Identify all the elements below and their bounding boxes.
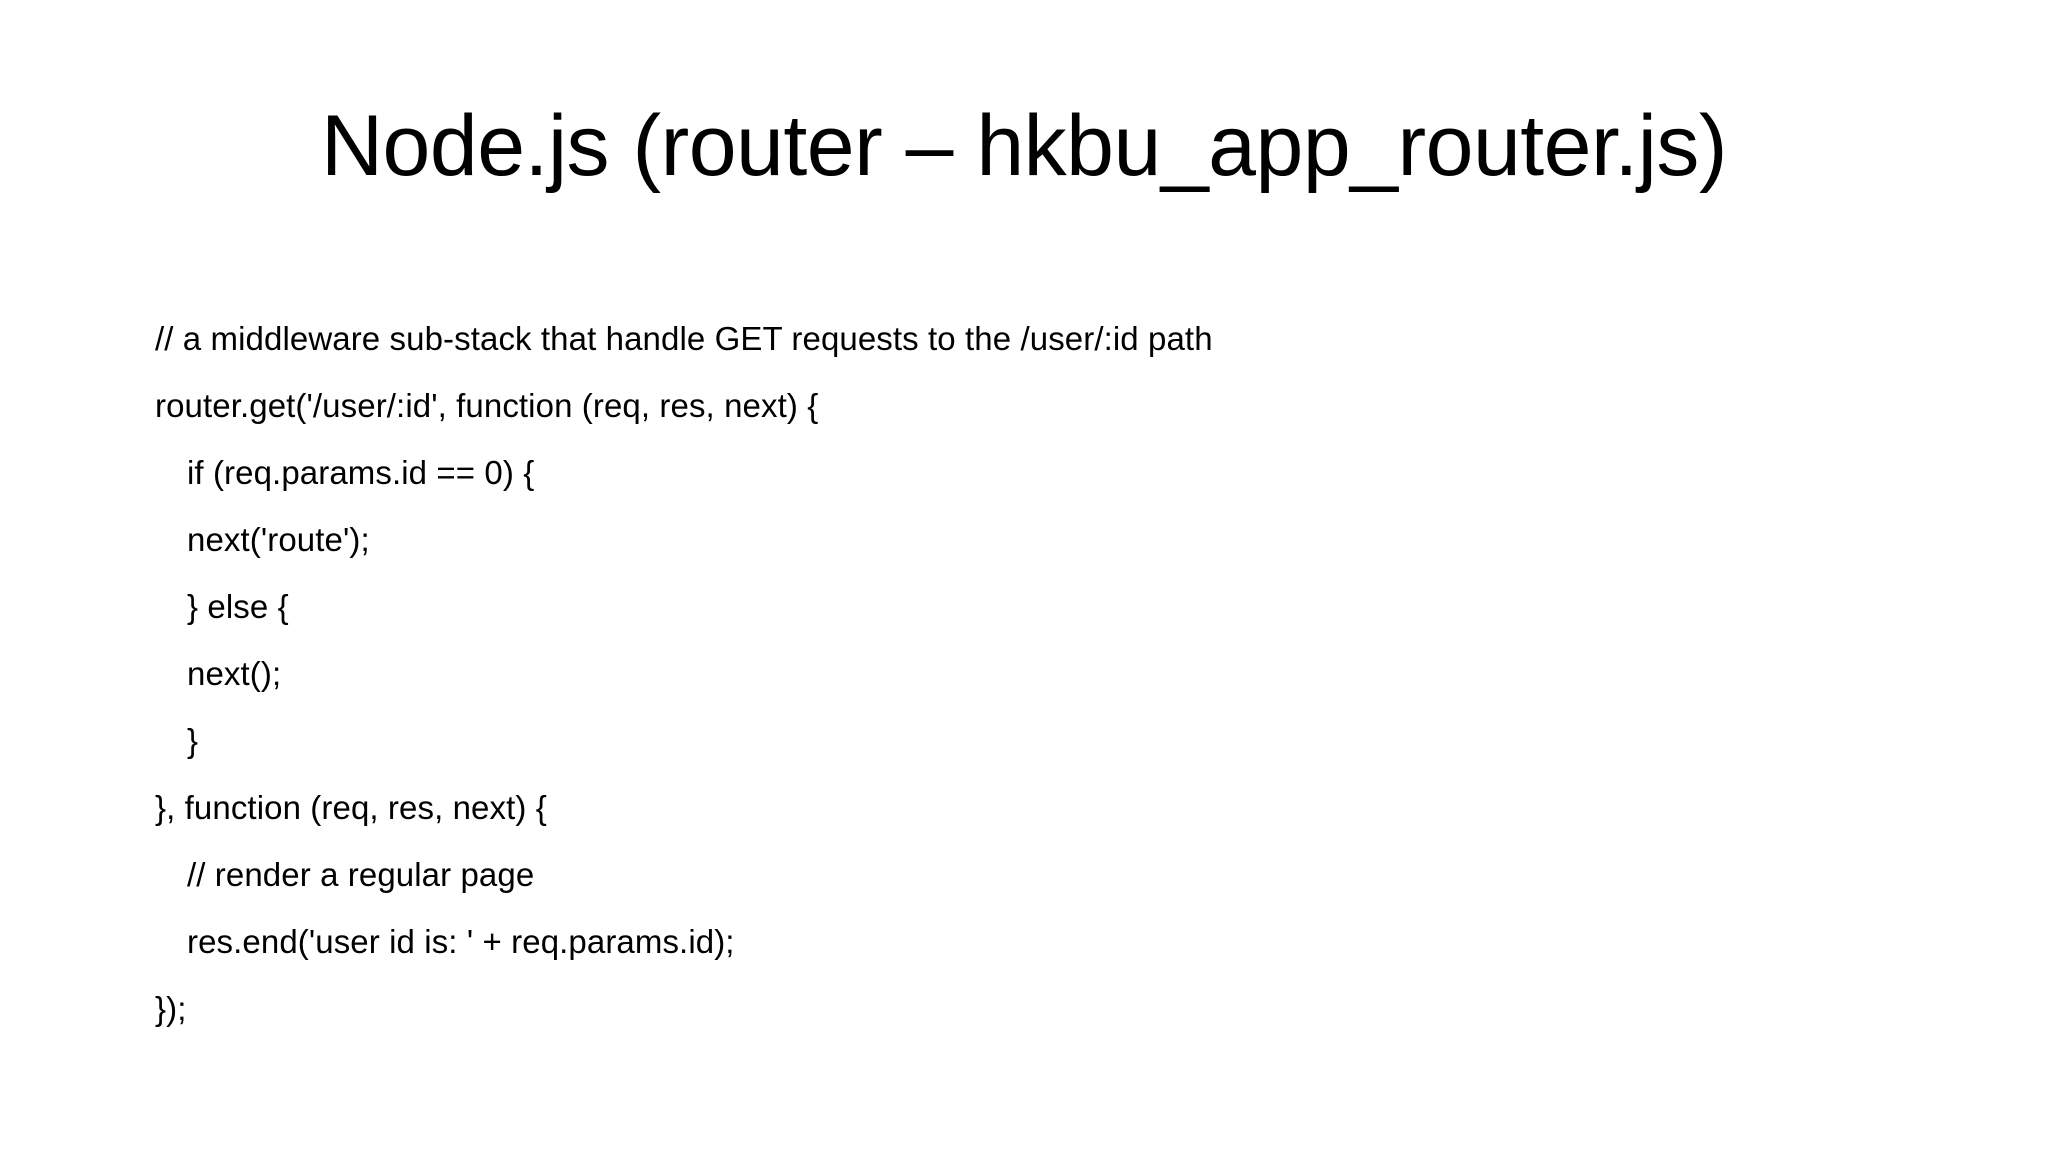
code-line: next(); bbox=[187, 655, 282, 692]
code-line: router.get('/user/:id', function (req, r… bbox=[155, 387, 819, 424]
code-line: }, function (req, res, next) { bbox=[155, 789, 547, 826]
code-line: // a middleware sub-stack that handle GE… bbox=[155, 320, 1213, 357]
code-line: res.end('user id is: ' + req.params.id); bbox=[187, 923, 735, 960]
code-block: // a middleware sub-stack that handle GE… bbox=[155, 305, 1915, 1042]
code-line: // render a regular page bbox=[187, 856, 535, 893]
code-line: }); bbox=[155, 990, 187, 1027]
code-line: if (req.params.id == 0) { bbox=[187, 454, 535, 491]
code-line: } else { bbox=[187, 588, 289, 625]
page-title: Node.js (router – hkbu_app_router.js) bbox=[320, 98, 1728, 194]
code-line: next('route'); bbox=[187, 521, 370, 558]
code-line: } bbox=[187, 722, 199, 759]
